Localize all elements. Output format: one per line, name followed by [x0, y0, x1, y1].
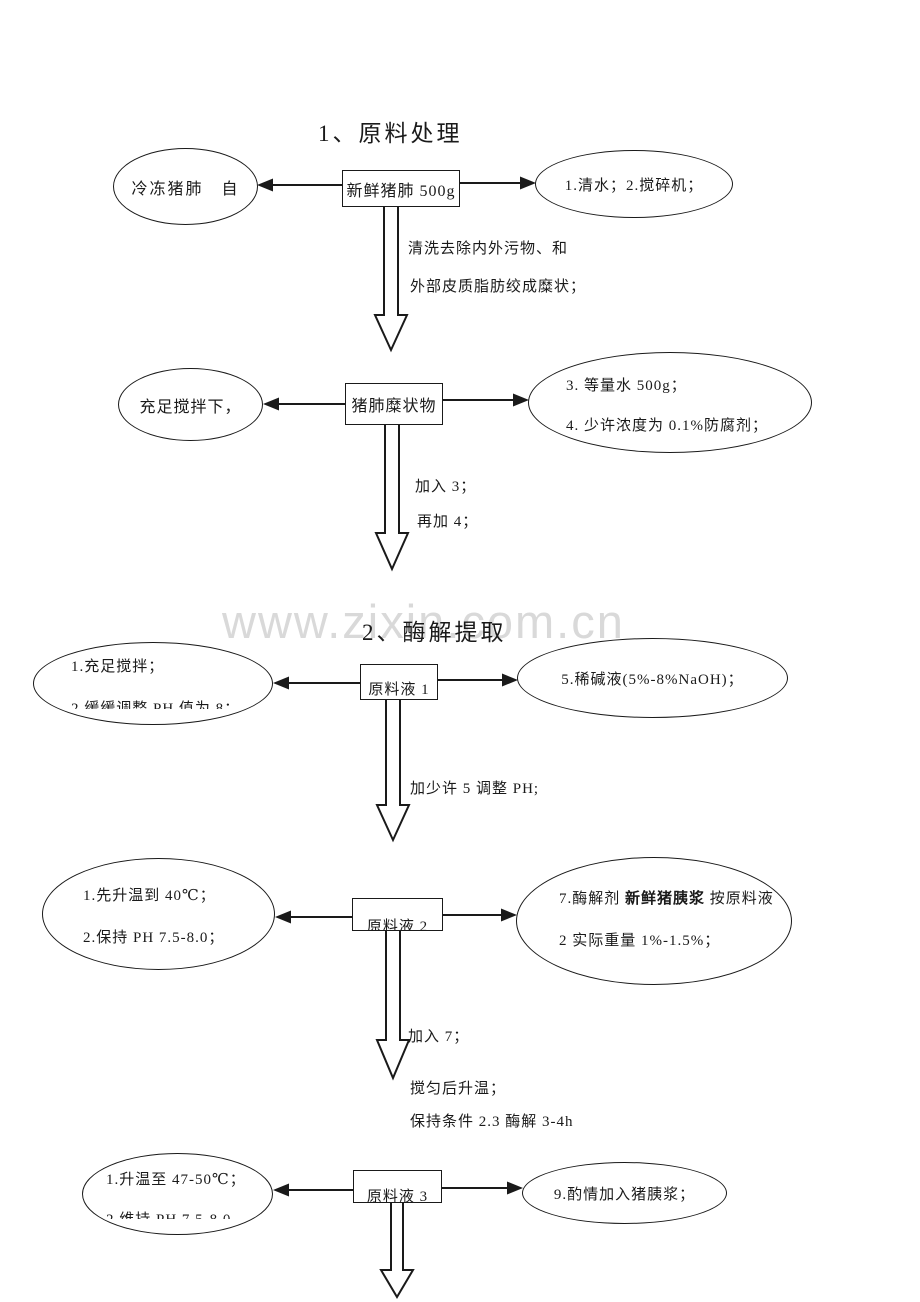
step2-arrow-note-line2: 再加 4；	[417, 514, 479, 530]
step4-arrow-note-line3: 保持条件 2.3 酶解 3-4h	[410, 1114, 574, 1130]
step1-box: 新鲜猪肺 500g	[342, 170, 460, 207]
step5-right-label: 9.酌情加入猪胰浆；	[553, 1186, 696, 1203]
step3-left-line1: 1.充足搅拌；	[71, 659, 165, 675]
arrow-step2-right	[443, 393, 529, 407]
step1-left-ellipse: 冷冻猪肺 自	[113, 148, 258, 225]
step5-left-line2-text: 2.维持 PH 7.5-8.0	[106, 1212, 231, 1219]
step4-arrow-note-line1: 加入 7；	[408, 1029, 470, 1045]
arrow-step1-down	[373, 207, 409, 353]
step4-left-line1: 1.先升温到 40℃；	[83, 888, 216, 904]
step3-right-label: 5.稀碱液(5%-8%NaOH)；	[561, 671, 744, 688]
step3-left-line2-clipped: 2.缓缓调整 PH 值为 8；	[71, 697, 261, 709]
arrow-step5-down	[379, 1203, 415, 1299]
step4-right-line1-reagent-bold: 新鲜猪胰浆	[625, 891, 706, 907]
step4-right-line1-prefix: 7.酶解剂	[559, 891, 626, 907]
step5-left-line1: 1.升温至 47-50℃；	[106, 1172, 246, 1188]
arrow-step3-right	[438, 673, 518, 687]
step4-right-ellipse: 7.酶解剂 新鲜猪胰浆 按原料液 2 实际重量 1%-1.5%；	[516, 857, 792, 985]
step2-right-ellipse: 3. 等量水 500g； 4. 少许浓度为 0.1%防腐剂；	[528, 352, 812, 453]
step1-arrow-note-line2: 外部皮质脂肪绞成糜状；	[410, 279, 587, 295]
step1-left-label: 冷冻猪肺 自	[131, 180, 240, 198]
arrow-step1-right	[460, 176, 536, 190]
step2-right-line2: 4. 少许浓度为 0.1%防腐剂；	[566, 418, 768, 434]
arrow-step1-left	[257, 178, 342, 192]
section-2-title: 2、酶解提取	[362, 620, 507, 645]
step3-left-ellipse: 1.充足搅拌； 2.缓缓调整 PH 值为 8；	[33, 642, 273, 725]
arrow-step4-left	[275, 910, 352, 924]
arrow-step2-left	[263, 397, 345, 411]
arrow-step4-right	[443, 908, 517, 922]
step4-left-line2: 2.保持 PH 7.5-8.0；	[83, 930, 225, 946]
step2-box-label: 猪肺糜状物	[351, 398, 437, 415]
step5-right-ellipse: 9.酌情加入猪胰浆；	[522, 1162, 727, 1224]
step5-left-line2-clipped: 2.维持 PH 7.5-8.0	[106, 1208, 256, 1219]
arrow-step3-left	[273, 676, 360, 690]
arrow-step4-down	[375, 931, 411, 1081]
step3-box: 原料液 1	[360, 664, 438, 700]
step4-box: 原料液 2	[352, 898, 443, 931]
arrow-step3-down	[375, 700, 411, 843]
arrow-step5-right	[442, 1181, 523, 1195]
step2-arrow-note-line1: 加入 3；	[415, 479, 477, 495]
step4-right-line1-suffix: 按原料液	[705, 891, 774, 907]
step5-box-label: 原料液 3	[366, 1189, 429, 1203]
step3-right-ellipse: 5.稀碱液(5%-8%NaOH)；	[517, 638, 788, 718]
step2-box: 猪肺糜状物	[345, 383, 443, 425]
step4-right-line1: 7.酶解剂 新鲜猪胰浆 按原料液	[559, 890, 774, 909]
arrow-step5-left	[273, 1183, 353, 1197]
step3-box-label: 原料液 1	[368, 682, 430, 698]
step1-right-ellipse: 1.清水；2.搅碎机；	[535, 150, 733, 218]
step2-left-label: 充足搅拌下，	[139, 398, 242, 416]
watermark-text: www.zixin.com.cn	[222, 595, 625, 648]
step2-right-line1: 3. 等量水 500g；	[566, 378, 687, 394]
step2-left-ellipse: 充足搅拌下，	[118, 368, 263, 441]
step4-right-line2: 2 实际重量 1%-1.5%；	[559, 933, 721, 949]
step1-box-label: 新鲜猪肺 500g	[346, 182, 456, 200]
step3-left-line2-text: 2.缓缓调整 PH 值为 8；	[71, 701, 241, 709]
step1-right-label: 1.清水；2.搅碎机；	[564, 177, 704, 194]
section-1-title: 1、原料处理	[318, 121, 463, 146]
step4-left-ellipse: 1.先升温到 40℃； 2.保持 PH 7.5-8.0；	[42, 858, 275, 970]
step5-box: 原料液 3	[353, 1170, 442, 1203]
step1-arrow-note-line1: 清洗去除内外污物、和	[408, 241, 569, 257]
step5-left-ellipse: 1.升温至 47-50℃； 2.维持 PH 7.5-8.0	[82, 1153, 273, 1235]
step4-box-label: 原料液 2	[366, 919, 429, 931]
step3-arrow-note: 加少许 5 调整 PH;	[410, 781, 540, 797]
arrow-step2-down	[374, 425, 410, 572]
step4-arrow-note-line2: 搅匀后升温；	[410, 1081, 507, 1097]
